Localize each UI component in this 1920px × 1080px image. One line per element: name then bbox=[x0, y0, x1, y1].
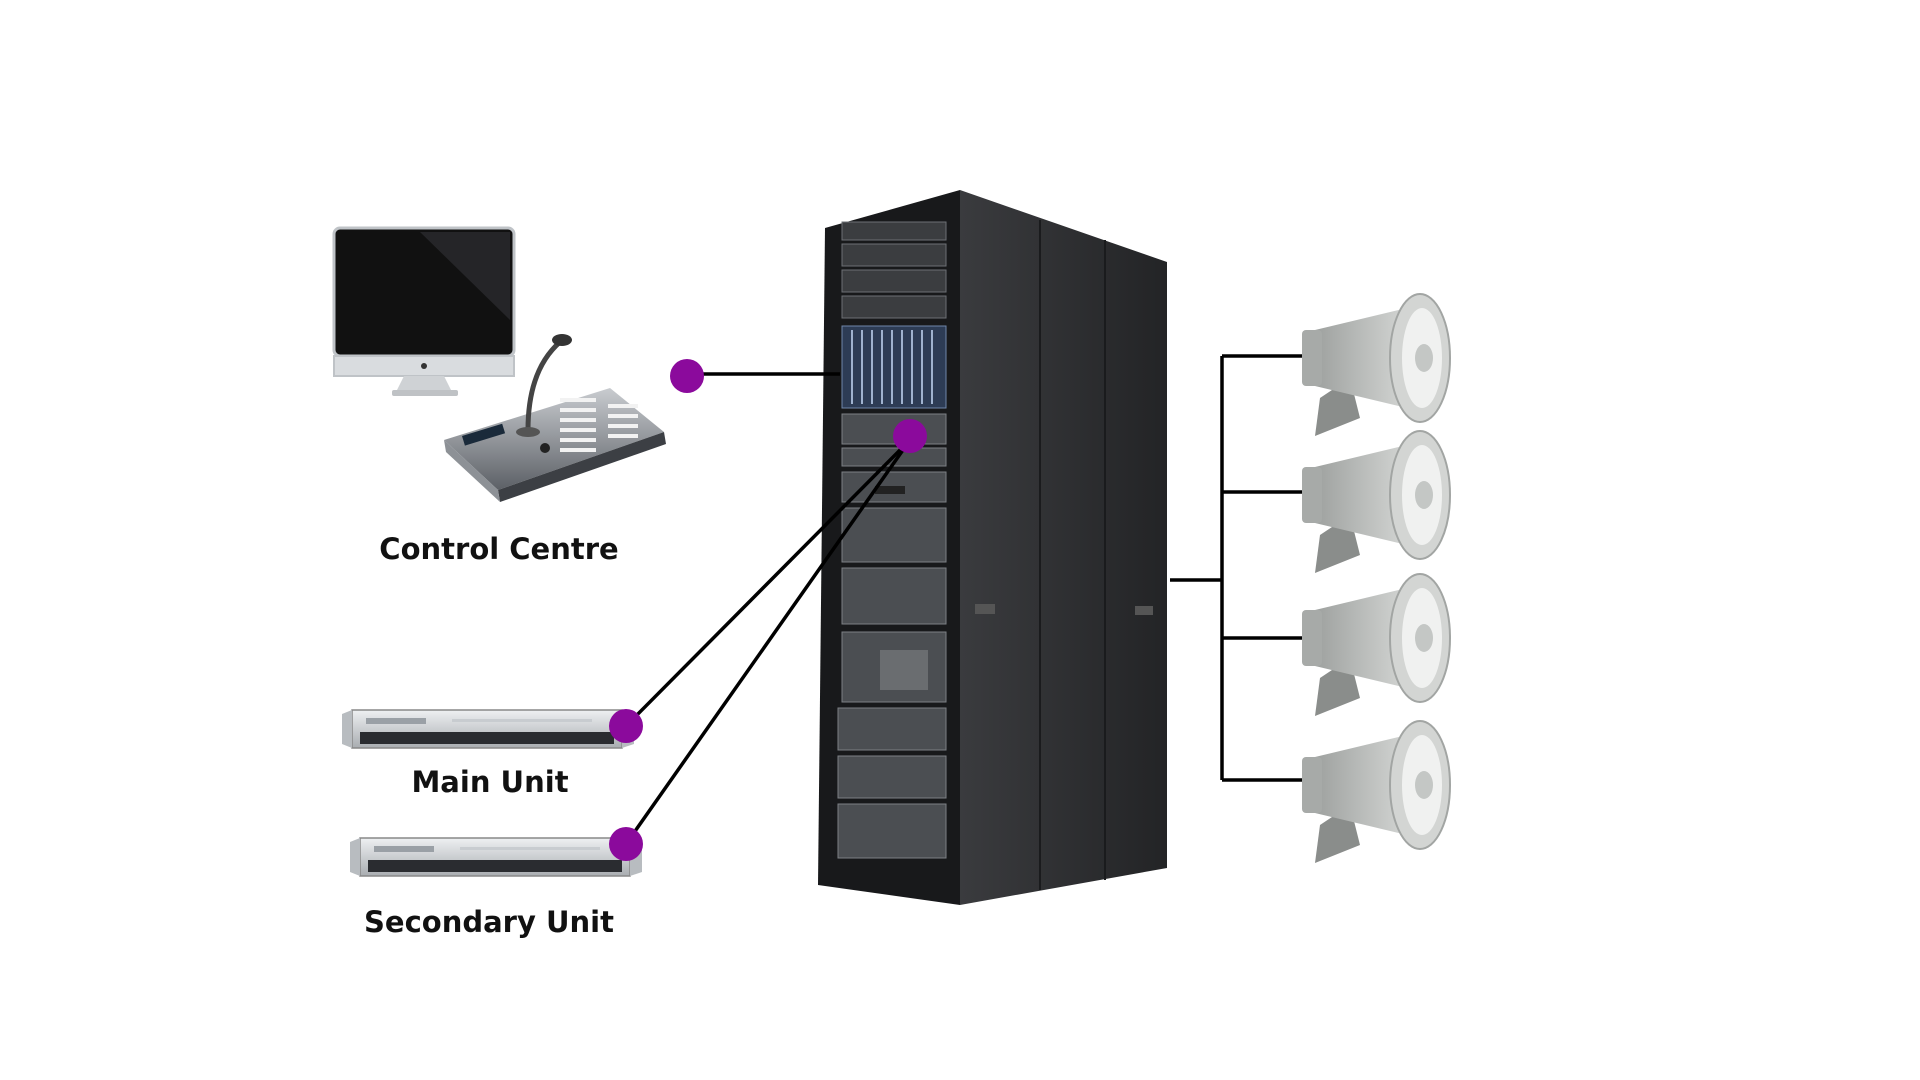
secondary-unit-label: Secondary Unit bbox=[364, 905, 614, 939]
speakers bbox=[1301, 293, 1451, 864]
main-unit-label: Main Unit bbox=[411, 765, 569, 799]
horn-speaker-icon bbox=[1301, 573, 1451, 717]
connector-dots bbox=[609, 359, 927, 861]
rack-unit-icon bbox=[341, 709, 635, 749]
connector-dot-rack bbox=[893, 419, 927, 453]
horn-speaker-icon bbox=[1301, 293, 1451, 437]
horn-speaker-icon bbox=[1301, 430, 1451, 574]
connector-dot-control bbox=[670, 359, 704, 393]
server-rack-icon bbox=[818, 190, 1167, 905]
connector-dot-secondary bbox=[609, 827, 643, 861]
connection-lines bbox=[624, 354, 1310, 846]
rack-unit-icon bbox=[349, 837, 643, 877]
connector-dot-main bbox=[609, 709, 643, 743]
horn-speaker-icon bbox=[1301, 720, 1451, 864]
main-unit bbox=[341, 709, 635, 749]
control-centre bbox=[332, 226, 666, 502]
secondary-unit bbox=[349, 837, 643, 877]
link-secondary-to-rack bbox=[624, 438, 912, 846]
paging-console-icon bbox=[444, 334, 666, 502]
link-main-to-rack bbox=[624, 438, 912, 728]
monitor-icon bbox=[332, 226, 516, 396]
control-centre-label: Control Centre bbox=[379, 532, 619, 566]
